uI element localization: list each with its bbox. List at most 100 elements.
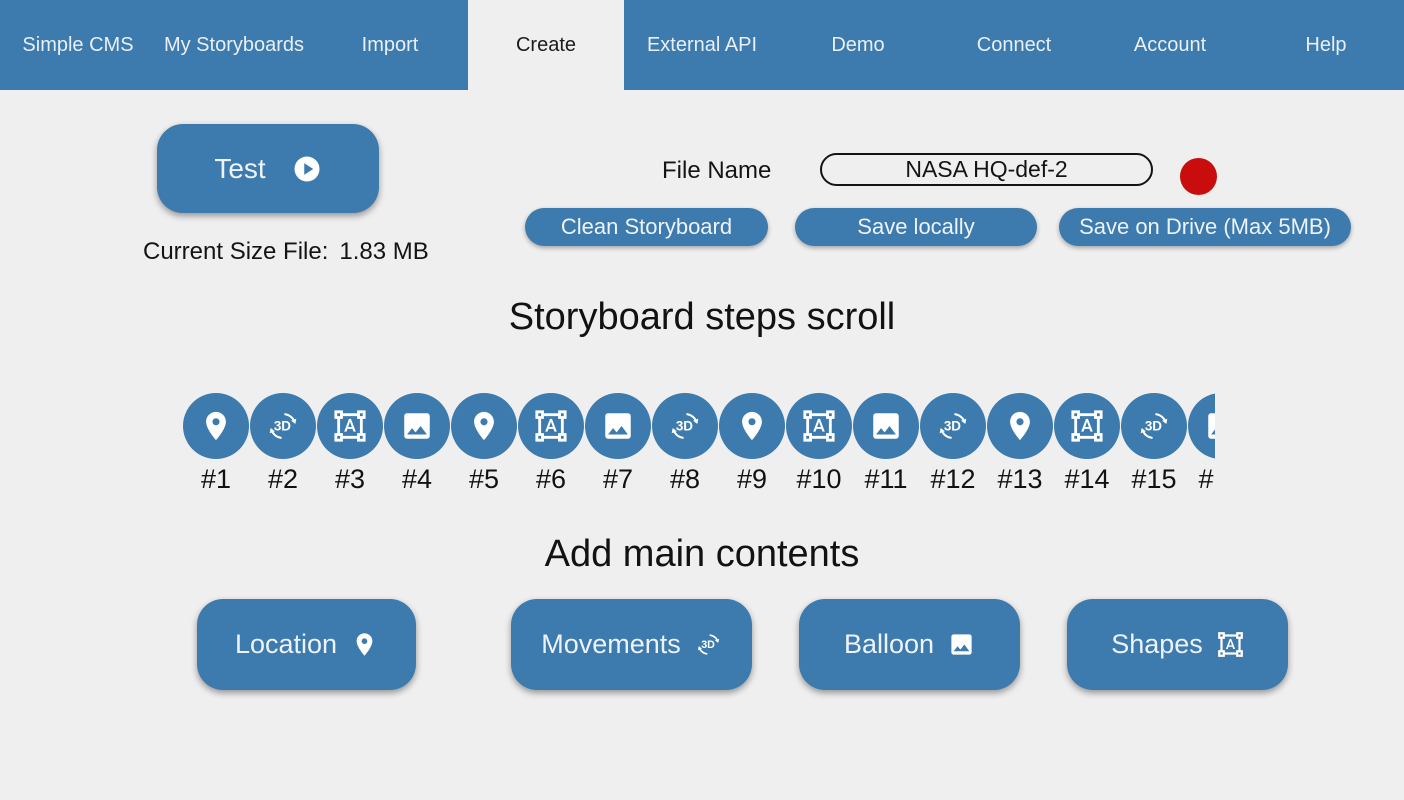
storyboard-step-7[interactable]: #7: [585, 393, 651, 499]
storyboard-step-9[interactable]: #9: [719, 393, 785, 499]
nav-item-label: External API: [646, 33, 758, 56]
nav-item-my-storyboards[interactable]: My Storyboards: [156, 0, 312, 90]
format-shapes-icon[interactable]: [1054, 393, 1120, 459]
storyboard-step-6[interactable]: #6: [518, 393, 584, 499]
add-balloon-button[interactable]: Balloon: [799, 599, 1020, 690]
storyboard-step-1[interactable]: #1: [183, 393, 249, 499]
nav-item-help[interactable]: Help: [1248, 0, 1404, 90]
svg-text:3D: 3D: [944, 419, 961, 434]
steps-heading: Storyboard steps scroll: [508, 296, 896, 338]
3d-rotation-icon: 3D: [695, 631, 722, 658]
step-label: #1: [200, 464, 232, 494]
storyboard-step-12[interactable]: 3D #12: [920, 393, 986, 499]
step-label: #13: [997, 464, 1043, 494]
nav-item-connect[interactable]: Connect: [936, 0, 1092, 90]
save-locally-button[interactable]: Save locally: [795, 208, 1037, 246]
storyboard-step-2[interactable]: 3D #2: [250, 393, 316, 499]
storyboard-step-15[interactable]: 3D #15: [1121, 393, 1187, 499]
step-label: #2: [267, 464, 299, 494]
add-content-buttons-row: Location Movements 3D Balloon Shapes: [0, 599, 1404, 690]
storyboard-step-3[interactable]: #3: [317, 393, 383, 499]
3d-rotation-icon[interactable]: 3D: [652, 393, 718, 459]
place-icon[interactable]: [451, 393, 517, 459]
test-button[interactable]: Test: [157, 124, 379, 213]
nav-item-label: Connect: [976, 33, 1052, 56]
nav-item-label: Account: [1133, 33, 1207, 56]
current-size-text: Current Size File:1.83 MB: [143, 238, 429, 266]
nav-item-label: Help: [1305, 33, 1347, 56]
save-on-drive-button[interactable]: Save on Drive (Max 5MB): [1059, 208, 1351, 246]
place-icon[interactable]: [719, 393, 785, 459]
storyboard-steps-scroll[interactable]: #1 3D #2#3#4#5#6#7 3D #8#9#10#11 3D #12#…: [183, 393, 1215, 499]
nav-item-simple-cms[interactable]: Simple CMS: [0, 0, 156, 90]
format-shapes-icon[interactable]: [518, 393, 584, 459]
storyboard-step-14[interactable]: #14: [1054, 393, 1120, 499]
file-name-input[interactable]: [820, 153, 1153, 186]
place-icon[interactable]: [987, 393, 1053, 459]
step-label: #9: [736, 464, 768, 494]
storyboard-step-5[interactable]: #5: [451, 393, 517, 499]
clean-storyboard-button[interactable]: Clean Storyboard: [525, 208, 768, 246]
image-icon: [948, 631, 975, 658]
current-size-label: Current Size File:: [143, 238, 329, 265]
svg-text:3D: 3D: [701, 639, 715, 651]
place-icon[interactable]: [183, 393, 249, 459]
image-icon[interactable]: [585, 393, 651, 459]
storyboard-step-13[interactable]: #13: [987, 393, 1053, 499]
step-label: #10: [796, 464, 842, 494]
step-label: #5: [468, 464, 500, 494]
nav-item-label: Create: [515, 33, 577, 56]
3d-rotation-icon[interactable]: 3D: [1121, 393, 1187, 459]
step-label: #12: [930, 464, 976, 494]
test-button-label: Test: [214, 152, 266, 184]
storyboard-step-10[interactable]: #10: [786, 393, 852, 499]
image-icon[interactable]: [1188, 393, 1215, 459]
step-label: #4: [401, 464, 433, 494]
format-shapes-icon[interactable]: [317, 393, 383, 459]
play-circle-icon: [292, 154, 322, 184]
image-icon[interactable]: [853, 393, 919, 459]
storyboard-step-4[interactable]: #4: [384, 393, 450, 499]
3d-rotation-icon[interactable]: 3D: [920, 393, 986, 459]
nav-item-demo[interactable]: Demo: [780, 0, 936, 90]
format-shapes-icon[interactable]: [786, 393, 852, 459]
step-label: #6: [535, 464, 567, 494]
add-shapes-button[interactable]: Shapes: [1067, 599, 1288, 690]
storyboard-step-11[interactable]: #11: [853, 393, 919, 499]
button-label: Balloon: [843, 629, 935, 659]
storyboard-step-8[interactable]: 3D #8: [652, 393, 718, 499]
place-icon: [351, 631, 378, 658]
top-nav: Simple CMS My Storyboards Import Create Exte…: [0, 0, 1404, 90]
step-label: #11: [864, 464, 908, 494]
add-movements-button[interactable]: Movements 3D: [511, 599, 752, 690]
step-label: #14: [1064, 464, 1110, 494]
nav-item-label: Demo: [831, 33, 885, 56]
nav-item-account[interactable]: Account: [1092, 0, 1248, 90]
svg-text:3D: 3D: [274, 419, 291, 434]
button-label: Shapes: [1111, 629, 1203, 659]
step-label: #16: [1198, 464, 1215, 494]
nav-item-import[interactable]: Import: [312, 0, 468, 90]
button-label: Movements: [541, 629, 681, 659]
nav-item-external-api[interactable]: External API: [624, 0, 780, 90]
step-label: #15: [1131, 464, 1177, 494]
add-contents-heading: Add main contents: [544, 533, 860, 575]
nav-item-label: Import: [361, 33, 419, 56]
nav-item-label: My Storyboards: [163, 33, 305, 56]
file-name-label: File Name: [662, 157, 772, 184]
svg-text:3D: 3D: [676, 419, 693, 434]
storyboard-step-16[interactable]: #16: [1188, 393, 1215, 499]
image-icon[interactable]: [384, 393, 450, 459]
button-label: Location: [234, 629, 338, 659]
nav-item-label: Simple CMS: [22, 33, 134, 56]
step-label: #3: [334, 464, 366, 494]
step-label: #7: [602, 464, 634, 494]
add-location-button[interactable]: Location: [197, 599, 416, 690]
format-shapes-icon: [1217, 631, 1244, 658]
step-label: #8: [669, 464, 701, 494]
status-dot: [1180, 158, 1217, 195]
svg-text:3D: 3D: [1145, 419, 1162, 434]
3d-rotation-icon[interactable]: 3D: [250, 393, 316, 459]
nav-item-create[interactable]: Create: [468, 0, 624, 90]
